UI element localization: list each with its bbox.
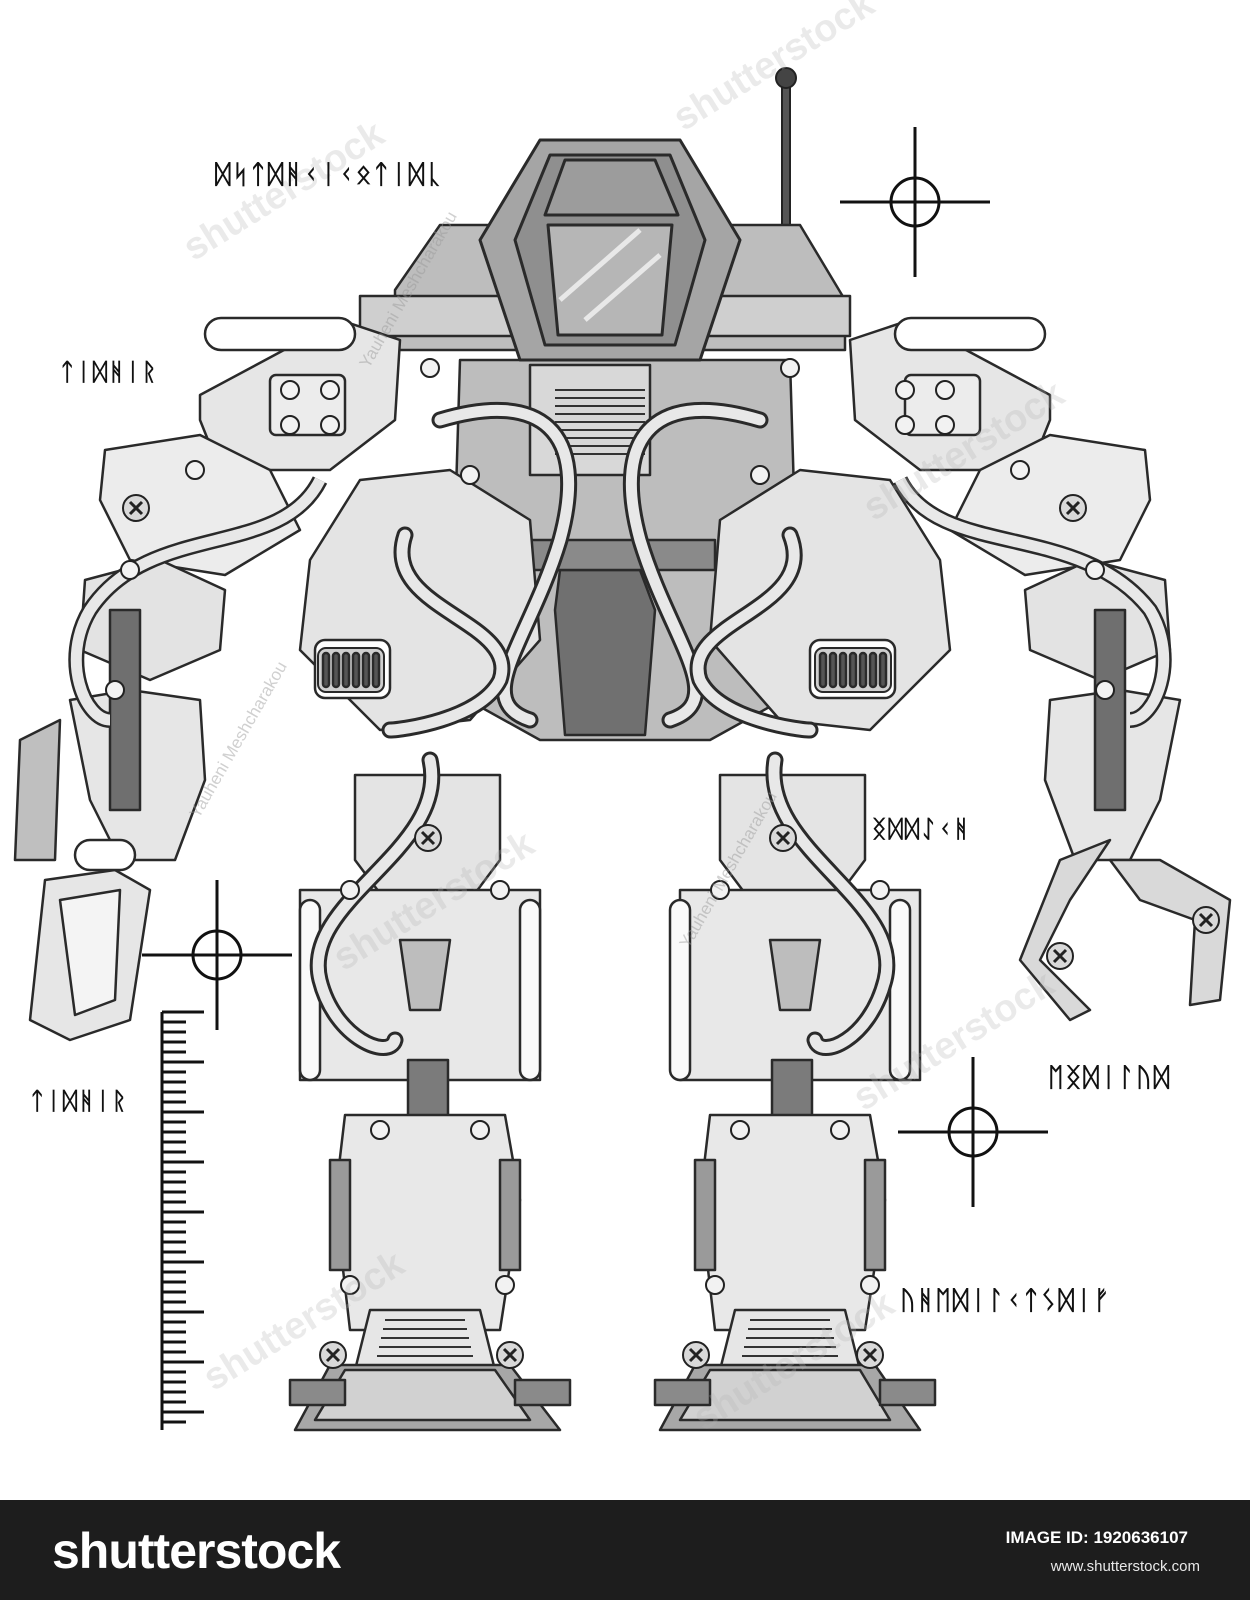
hose <box>312 754 438 1053</box>
hose <box>384 529 508 736</box>
bolt <box>1095 680 1115 700</box>
screw <box>681 1340 711 1370</box>
image-id: IMAGE ID: 1920636107 <box>1005 1528 1188 1547</box>
screw <box>413 823 443 853</box>
screw <box>1058 493 1088 523</box>
screw <box>1191 905 1221 935</box>
stock-footer: shutterstock IMAGE ID: 1920636107 www.sh… <box>0 1500 1250 1600</box>
bolt <box>895 380 915 400</box>
bolt <box>1010 460 1030 480</box>
hip-vent-slot <box>858 651 868 689</box>
hip-vent-slot <box>371 651 381 689</box>
right-arm <box>848 316 1232 1022</box>
hip-vent-slot <box>878 651 888 689</box>
hip-vent-slot <box>321 651 331 689</box>
site-url: www.shutterstock.com <box>1050 1558 1200 1575</box>
bolt <box>370 1120 390 1140</box>
left-arm <box>13 316 402 1042</box>
screw <box>1045 941 1075 971</box>
robot-illustration <box>13 67 1232 1432</box>
hip-vent-slot <box>828 651 838 689</box>
bolt <box>420 358 440 378</box>
hip-vent-slot <box>341 651 351 689</box>
bolt <box>280 380 300 400</box>
screw <box>121 493 151 523</box>
bolt <box>1085 560 1105 580</box>
hip-vent-slot <box>351 651 361 689</box>
bolt <box>780 358 800 378</box>
left-leg <box>288 773 572 1432</box>
hoses <box>309 401 896 1056</box>
label-top-left: ᛞᛋᛏᛞᚻᚲᛁᚲᛟᛏᛁᛞᚳ <box>215 160 444 190</box>
bolt <box>935 415 955 435</box>
hose <box>768 754 893 1053</box>
bolt <box>895 415 915 435</box>
bolt <box>870 880 890 900</box>
bolt <box>705 1275 725 1295</box>
label-foot-right: ᚢᚻᛖᛞᛁᛚᚲᛏᛊᛞᛁᚠ <box>900 1286 1112 1316</box>
bolt <box>750 465 770 485</box>
bolt <box>460 465 480 485</box>
hip-vent-slot <box>818 651 828 689</box>
bolt <box>470 1120 490 1140</box>
bolt <box>830 1120 850 1140</box>
crosshair-left <box>140 878 294 1032</box>
label-knee-right: ᛝᛞᛞᛇᚲᚻ <box>872 815 971 843</box>
hip-vent-slot <box>838 651 848 689</box>
screw <box>318 1340 348 1370</box>
bolt <box>340 880 360 900</box>
bolt <box>320 415 340 435</box>
hip-vent-slot <box>868 651 878 689</box>
hose <box>692 529 816 736</box>
bolt <box>495 1275 515 1295</box>
screw <box>768 823 798 853</box>
screw <box>495 1340 525 1370</box>
hip-vent-slot <box>331 651 341 689</box>
label-hand-right: ᛖᛝᛞᛁᛚᚢᛞ <box>1048 1063 1172 1093</box>
bolt <box>105 680 125 700</box>
bolt <box>120 560 140 580</box>
head <box>478 138 742 362</box>
ruler <box>160 1010 204 1430</box>
bolt <box>320 380 340 400</box>
bolt <box>935 380 955 400</box>
label-shoulder-left: ᛏᛁᛞᚻᛁᚱ <box>60 358 159 386</box>
screw <box>855 1340 885 1370</box>
crosshair-top-right <box>838 125 992 279</box>
hip-vent-slot <box>848 651 858 689</box>
bolt <box>730 1120 750 1140</box>
bolt <box>185 460 205 480</box>
label-hip-left: ᛏᛁᛞᚻᛁᚱ <box>30 1087 129 1115</box>
shutterstock-logo: shutterstock <box>52 1523 341 1579</box>
bolt <box>280 415 300 435</box>
hip-vent-slot <box>361 651 371 689</box>
